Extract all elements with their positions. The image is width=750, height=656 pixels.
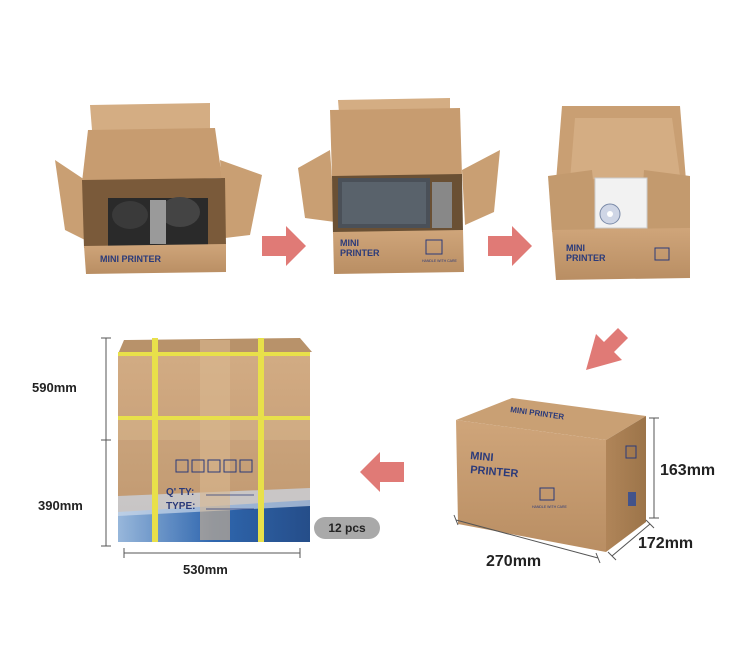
quantity-badge: 12 pcs	[314, 517, 380, 539]
step2-open-box	[298, 98, 500, 274]
carton-width-label: 530mm	[183, 562, 228, 577]
box-front-label-line2: PRINTER	[470, 464, 519, 480]
step1-open-box	[55, 103, 262, 274]
right-arrow-icon	[262, 226, 306, 266]
carton-height-upper-label: 590mm	[32, 380, 77, 395]
step1-box-label: MINI PRINTER	[100, 254, 162, 264]
carton-qty-label: Q' TY:	[166, 487, 194, 498]
carton-height-lower-label: 390mm	[38, 498, 83, 513]
step3-box-with-manual	[548, 106, 690, 280]
down-left-arrow-icon	[586, 324, 628, 370]
carton-dimension-lines	[101, 337, 301, 558]
step2-box-label-line2: PRINTER	[340, 248, 380, 258]
step3-box-label-line1: MINI	[566, 243, 585, 253]
box-length-label: 270mm	[486, 553, 542, 570]
right-arrow-icon	[488, 226, 532, 266]
box-handle-label: HANDLE WITH CARE	[532, 505, 567, 509]
closed-printer-box	[456, 398, 646, 552]
box-depth-label: 172mm	[638, 535, 694, 552]
step2-box-label-line1: MINI	[340, 238, 359, 248]
box-dimension-lines	[453, 417, 659, 564]
master-carton	[118, 338, 312, 542]
left-arrow-icon	[360, 452, 404, 492]
step2-handle-label: HANDLE WITH CARE	[422, 259, 457, 263]
step3-box-label-line2: PRINTER	[566, 253, 606, 263]
box-height-label: 163mm	[660, 462, 716, 479]
box-front-label-line1: MINI	[470, 450, 494, 464]
carton-type-label: TYPE:	[166, 501, 195, 512]
